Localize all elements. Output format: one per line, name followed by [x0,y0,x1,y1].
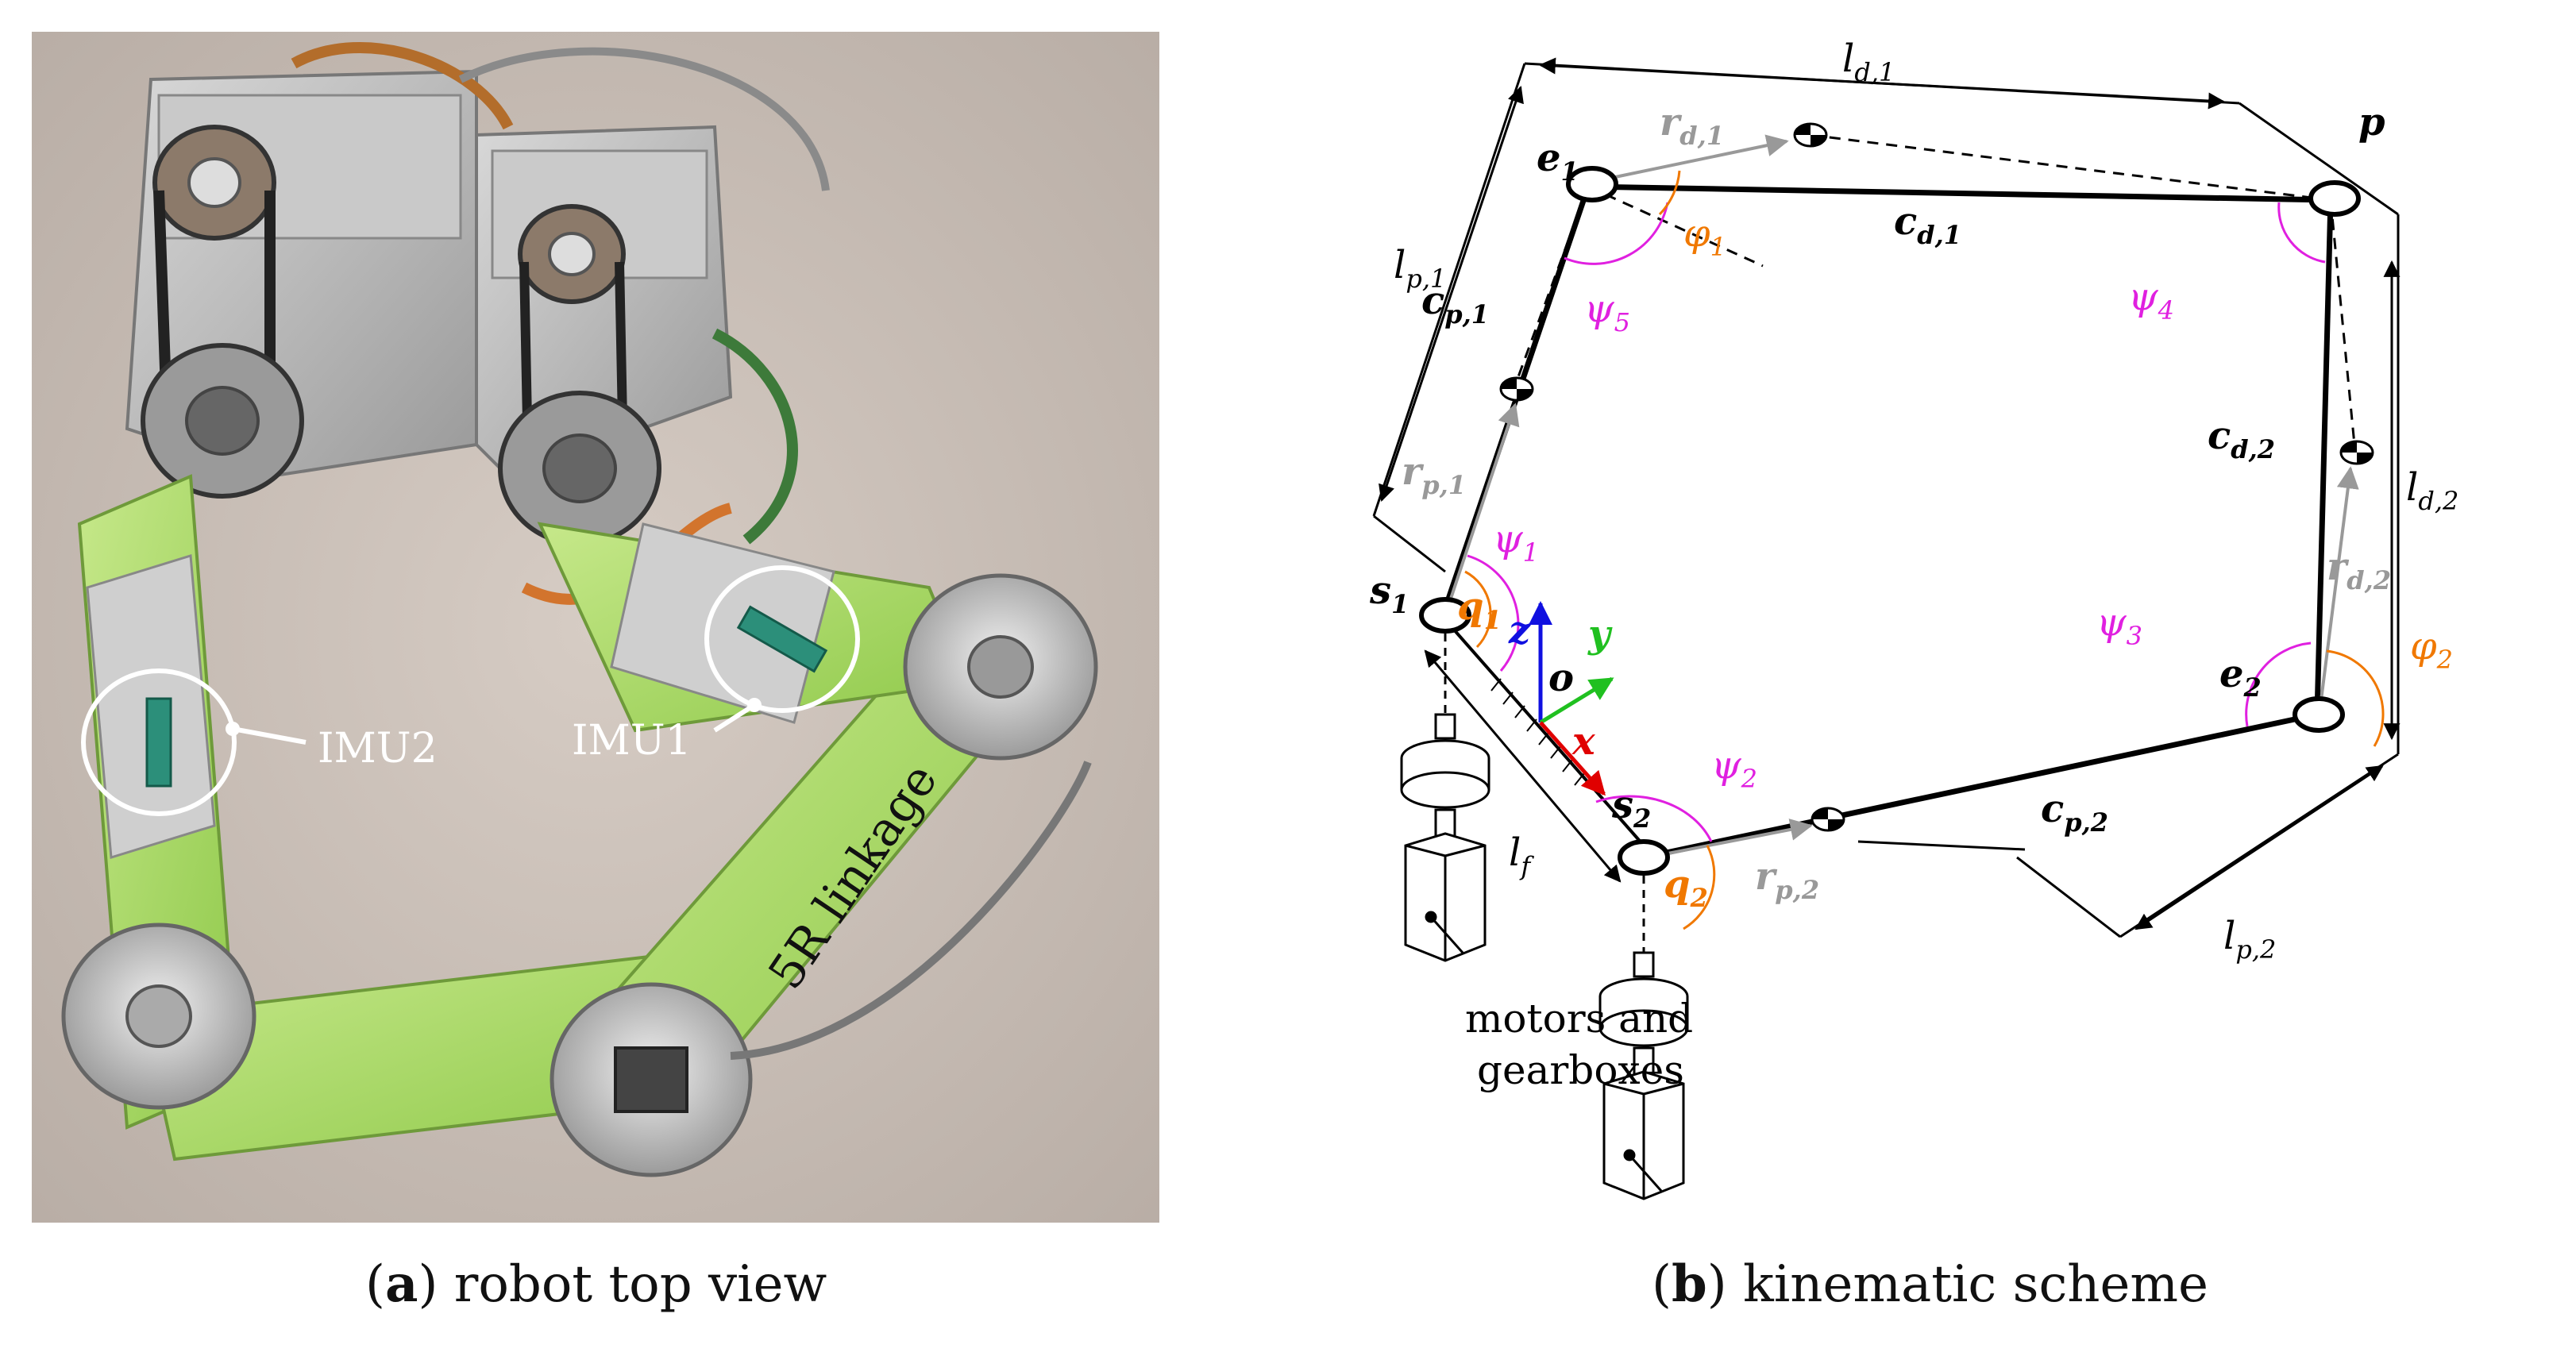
label-lp1: lp,1 [1394,243,1446,294]
com-marker-p2 [1811,807,1845,832]
arc-q1 [1464,570,1492,649]
label-z: z [1508,608,1532,653]
joint-e1 [1566,166,1618,202]
joints [1419,166,2361,876]
robot-photo: IMU2 IMU1 5R linkage [32,32,1159,1223]
com-marker-d1 [1793,122,1828,148]
imu2-label: IMU2 [318,725,438,772]
com-markers [1499,122,2374,832]
com-dashed-lines [1515,133,2356,445]
label-psi4: ψ4 [2128,275,2174,326]
vector-rp2 [1655,819,1813,857]
caption-b: (b) kinematic scheme [1652,1254,2208,1314]
link-cp2 [1643,711,2318,861]
motors-label-line1: motors and [1465,996,1693,1042]
label-q2: q2 [1664,862,1708,913]
scheme-labels: ld,1 ld,2 lp,1 lp,2 lf rd,1 rp,1 rd,2 rp… [1369,37,2458,1093]
caption-a-text: robot top view [438,1255,827,1314]
label-q1: q1 [1457,584,1502,635]
label-x: x [1571,719,1596,764]
joint-e2 [2293,696,2345,733]
arc-psi4 [2277,202,2326,264]
imu1-board [704,565,860,733]
arrow-lp2 [2134,765,2384,930]
label-phi2: φ2 [2410,624,2453,675]
label-lf: lf [1509,830,1534,881]
label-psi5: ψ5 [1584,287,1630,337]
label-psi3: ψ3 [2096,600,2142,651]
label-o: o [1548,656,1574,700]
joint-p [2308,180,2361,217]
label-s1: s1 [1369,568,1409,619]
label-p: p [2358,100,2385,144]
cable-green [711,328,798,545]
mount-plate-right [610,522,835,724]
cable-gray-2 [730,761,1092,1060]
com-marker-p1 [1499,376,1534,402]
kinematic-scheme-drawing: ld,1 ld,2 lp,1 lp,2 lf rd,1 rp,1 rd,2 rp… [1369,37,2458,1200]
arc-psi1 [1467,554,1520,672]
com-marker-d2 [2339,440,2374,465]
label-e1: e1 [1537,136,1579,187]
motor-s2 [1598,876,1689,1200]
arc-psi5 [1564,202,1669,265]
label-cp1: cp,1 [1421,279,1489,329]
link-cd2 [2314,199,2334,715]
joint-disc-left [61,923,256,1110]
com-vectors [1448,134,2359,857]
vector-rp1 [1448,403,1520,604]
caption-b-text: kinematic scheme [1726,1255,2208,1314]
label-s2: s2 [1611,783,1651,834]
caption-a-letter: a [384,1254,418,1314]
label-ld2: ld,2 [2406,465,2458,516]
arc-phi2 [2326,649,2385,747]
label-psi2: ψ2 [1711,743,1757,794]
kinematic-scheme: ld,1 ld,2 lp,1 lp,2 lf rd,1 rp,1 rd,2 rp… [1183,16,2565,1254]
label-cd2: cd,2 [2208,414,2275,464]
joint-disc-right [903,573,1098,761]
label-phi1: φ1 [1683,211,1726,262]
arc-psi2 [1595,795,1713,842]
label-cd1: cd,1 [1894,199,1961,250]
label-e2: e2 [2219,652,2262,703]
label-rd1: rd,1 [1660,100,1724,151]
imu2-board [81,668,307,816]
label-rd2: rd,2 [2327,545,2391,595]
axis-y [1539,676,1614,725]
joint-disc-bottom [550,982,753,1177]
arrow-lp1 [1379,86,1524,502]
arc-psi3 [2245,641,2312,727]
motors-label-line2: gearboxes [1477,1047,1684,1093]
dimension-arrows [1379,57,2401,930]
pulley-left [141,125,304,499]
label-ld1: ld,1 [1842,37,1895,87]
arc-phi1 [1658,170,1681,216]
label-y: y [1587,612,1613,657]
label-rp1: rp,1 [1402,449,1466,500]
label-cp2: cp,2 [2041,787,2108,838]
caption-b-letter: b [1671,1254,1707,1314]
joint-s1 [1419,597,1471,634]
vector-rd2 [2319,466,2359,707]
label-lp2: lp,2 [2223,914,2276,965]
cable-gray [458,47,830,191]
pulley-right [498,204,661,546]
angle-arcs [1464,170,2385,930]
imu1-label: IMU1 [572,717,692,765]
motor-s1 [1400,634,1490,962]
axis-x [1539,721,1606,796]
vector-rd1 [1595,134,1789,183]
coordinate-frame [1529,601,1614,796]
joint-s2 [1618,839,1670,876]
base-frame [1440,614,1645,847]
cable-orange [291,42,514,130]
caption-a: (a) robot top view [365,1254,827,1314]
arc-q2 [1683,845,1716,930]
robot-photo-illustration: IMU2 IMU1 5R linkage [32,32,1159,1223]
arrow-lf [1424,649,1622,883]
label-psi1: ψ1 [1493,517,1539,568]
arrow-ld1 [1538,57,2226,110]
label-rp2: rp,2 [1755,854,1819,905]
